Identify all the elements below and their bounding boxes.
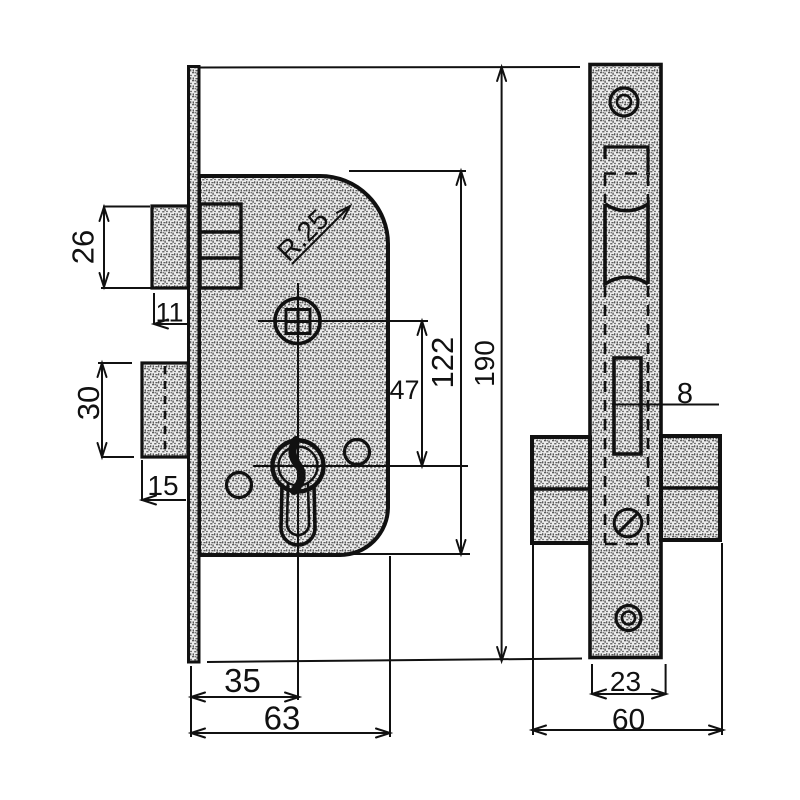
svg-text:15: 15 [147,470,178,501]
svg-text:60: 60 [612,704,645,737]
svg-text:11: 11 [155,297,183,327]
svg-text:23: 23 [610,666,641,697]
svg-text:8: 8 [677,378,693,410]
svg-text:122: 122 [425,337,460,389]
svg-text:47: 47 [389,375,419,405]
svg-text:190: 190 [469,340,500,387]
svg-text:35: 35 [224,662,261,699]
svg-text:26: 26 [66,230,101,264]
svg-text:63: 63 [264,700,301,737]
svg-text:30: 30 [71,386,106,420]
